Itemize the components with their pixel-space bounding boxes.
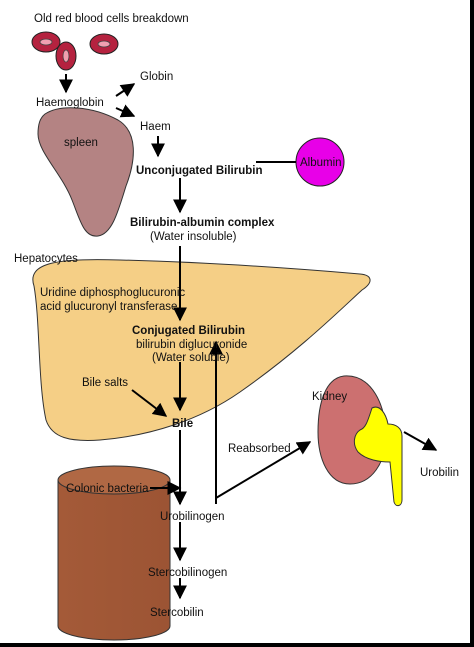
label-bilirubin-albumin-complex: Bilirubin-albumin complex [130,217,275,229]
label-bile-salts: Bile salts [82,377,128,389]
label-colonic-bacteria: Colonic bacteria [66,483,149,495]
colon-shape [57,465,171,641]
label-unconjugated-bilirubin: Unconjugated Bilirubin [136,165,263,177]
label-water-soluble: (Water soluble) [152,352,230,364]
label-bilirubin-diglucuronide: bilirubin diglucuronide [136,339,247,351]
arrow-to-urobilin [403,431,438,451]
rbc-cell [31,31,61,53]
red-blood-cells [31,31,119,71]
arrow-to-haem [115,104,136,118]
label-urobilinogen: Urobilinogen [160,511,225,523]
arrow-to-kidney [215,441,312,499]
label-globin: Globin [140,71,173,83]
label-stercobilin: Stercobilin [150,607,204,619]
label-albumin: Albumin [300,157,342,169]
arrow-to-globin [115,83,136,97]
arrows [59,74,438,600]
rbc-cell [89,33,119,55]
arrow-bile-salts-to-bile [131,389,168,417]
label-bile: Bile [172,418,193,430]
label-kidney: Kidney [312,391,347,403]
label-spleen: spleen [64,137,98,149]
ureter-shape [353,406,403,507]
label-haem: Haem [140,121,171,133]
liver-shape [32,259,371,441]
label-hepatocytes: Hepatocytes [14,253,78,265]
label-enzyme-line2: acid glucuronyl transferase [40,301,177,313]
spleen-shape [37,107,134,237]
label-rbc-breakdown: Old red blood cells breakdown [34,13,189,25]
label-urobilin: Urobilin [420,467,459,479]
label-conjugated-bilirubin: Conjugated Bilirubin [132,325,245,337]
label-enzyme-line1: Uridine diphosphoglucuronic [40,287,185,299]
rbc-cell [55,41,77,71]
label-haemoglobin: Haemoglobin [36,97,104,109]
label-reabsorbed: Reabsorbed [228,443,291,455]
label-stercobilinogen: Stercobilinogen [148,567,227,579]
label-water-insoluble: (Water insoluble) [150,231,237,243]
